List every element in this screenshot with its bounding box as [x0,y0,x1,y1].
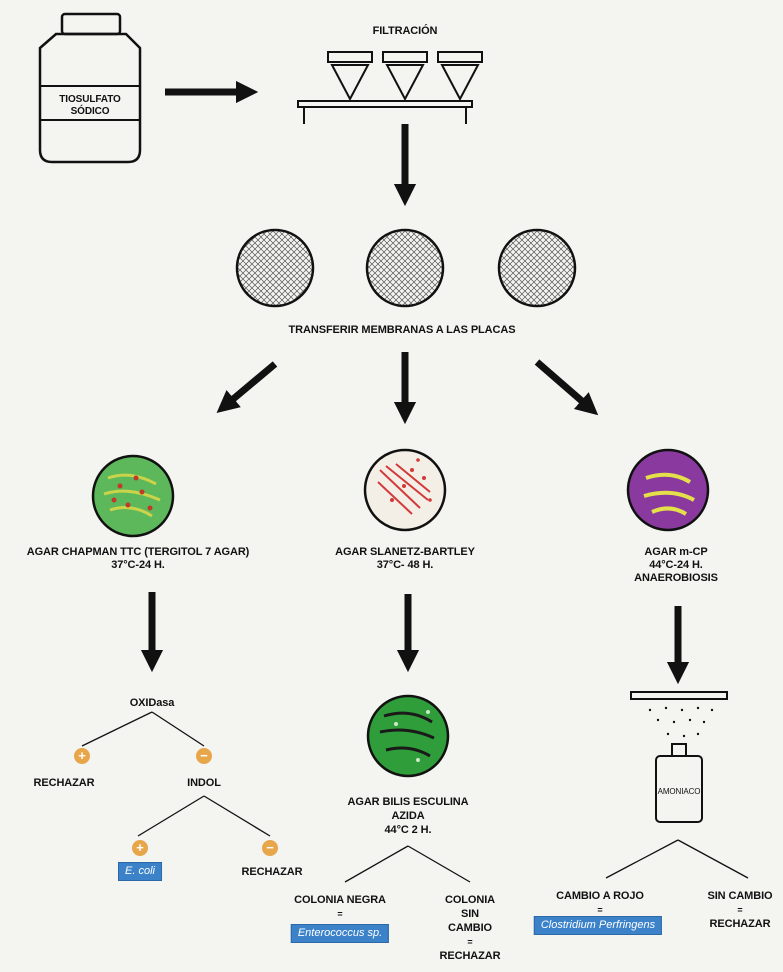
no-change-line3: CAMBIO [447,922,493,934]
chapman-agar-plate [91,454,175,538]
indol-branch-left [137,795,205,837]
filter-funnel [327,51,373,102]
sodium-thiosulfate-bottle [38,12,142,164]
no-change-right-equals: = [737,905,743,915]
no-change-right-label: SIN CAMBIO [707,890,773,902]
bile-esculin-plate [366,694,450,778]
enterococcus-result-badge: Enterococcus sp. [290,924,390,943]
bile-esculin-branch-left [344,845,409,883]
plate-disc [366,694,450,778]
plate-disc [626,448,710,532]
no-change-reject: RECHAZAR [439,950,501,962]
indol-branch-right [203,795,271,837]
no-change-right-reject: RECHAZAR [709,918,771,930]
no-change-line2: SIN [460,908,480,920]
bile-esculin-conditions: 44°C 2 H. [384,824,432,836]
minus-sign-icon [196,748,212,764]
mcp-conditions: 44°C-24 H. [649,559,703,571]
membrane-filter [365,228,445,308]
membrane-filter [235,228,315,308]
bottle-label-line2: SÓDICO [70,106,110,117]
minus-sign-icon [262,840,278,856]
bile-esculin-label-line2: AZIDA [391,810,425,822]
bottle-cap [60,12,122,36]
slanetz-conditions: 37°C- 48 H. [376,559,434,571]
arrow-to-mcp [534,359,599,416]
ammonia-branch-left [605,839,679,879]
ammonia-bottle-neck [671,743,687,757]
plus-sign-icon [74,748,90,764]
oxidase-label: OXIDasa [129,697,175,709]
mcp-agar-plate [626,448,710,532]
bile-esculin-label-line1: AGAR BILIS ESCULINA [347,796,469,808]
spray-droplets [648,706,714,738]
no-change-line1: COLONIA [444,894,496,906]
plus-sign-label: + [78,748,86,763]
ammonia-branch-right [677,839,749,879]
slanetz-media-label: AGAR SLANETZ-BARTLEY [335,546,475,558]
clostridium-result-badge: Clostridium Perfringens [533,916,663,935]
ecoli-result-badge: E. coli [118,862,162,881]
plate-disc [91,454,175,538]
membrane-filter [497,228,577,308]
ammonia-bottle [655,755,703,823]
black-colony-equals: = [337,909,343,919]
black-colony-label: COLONIA NEGRA [294,894,386,906]
filter-funnel [437,51,483,102]
minus-sign-label: − [200,748,208,763]
chapman-conditions: 37°C-24 H. [111,559,165,571]
no-change-equals: = [467,937,473,947]
indol-label: INDOL [187,777,221,789]
red-change-label: CAMBIO A ROJO [556,890,644,902]
transfer-instruction: TRANSFERIR MEMBRANAS A LAS PLACAS [288,324,516,336]
indol-negative-result: RECHAZAR [241,866,303,878]
bile-esculin-branch-right [407,845,471,883]
filtration-title: FILTRACIÓN [372,25,438,37]
ammonia-bottle-label: AMONIACO [657,787,701,796]
plus-sign-icon [132,840,148,856]
filtration-manifold [297,51,483,124]
bottle-body [38,32,142,164]
bottle-label-line1: TIOSULFATO [59,94,121,105]
filter-funnel [382,51,428,102]
oxidase-branch-right [151,711,205,747]
oxidase-positive-result: RECHAZAR [33,777,95,789]
oxidase-branch-left [81,711,153,747]
manifold-bar [297,100,473,108]
slanetz-bartley-plate [363,448,447,532]
red-change-equals: = [597,905,603,915]
chapman-media-label: AGAR CHAPMAN TTC (TERGITOL 7 AGAR) [26,546,250,558]
plus-sign-label: + [136,840,144,855]
plate-disc [363,448,447,532]
mcp-anaerobic: ANAEROBIOSIS [634,572,718,584]
ammonia-test [630,691,728,823]
test-strip [630,691,728,700]
mcp-media-label: AGAR m-CP [644,546,708,558]
minus-sign-label: − [266,840,274,855]
arrow-to-chapman [216,361,278,413]
